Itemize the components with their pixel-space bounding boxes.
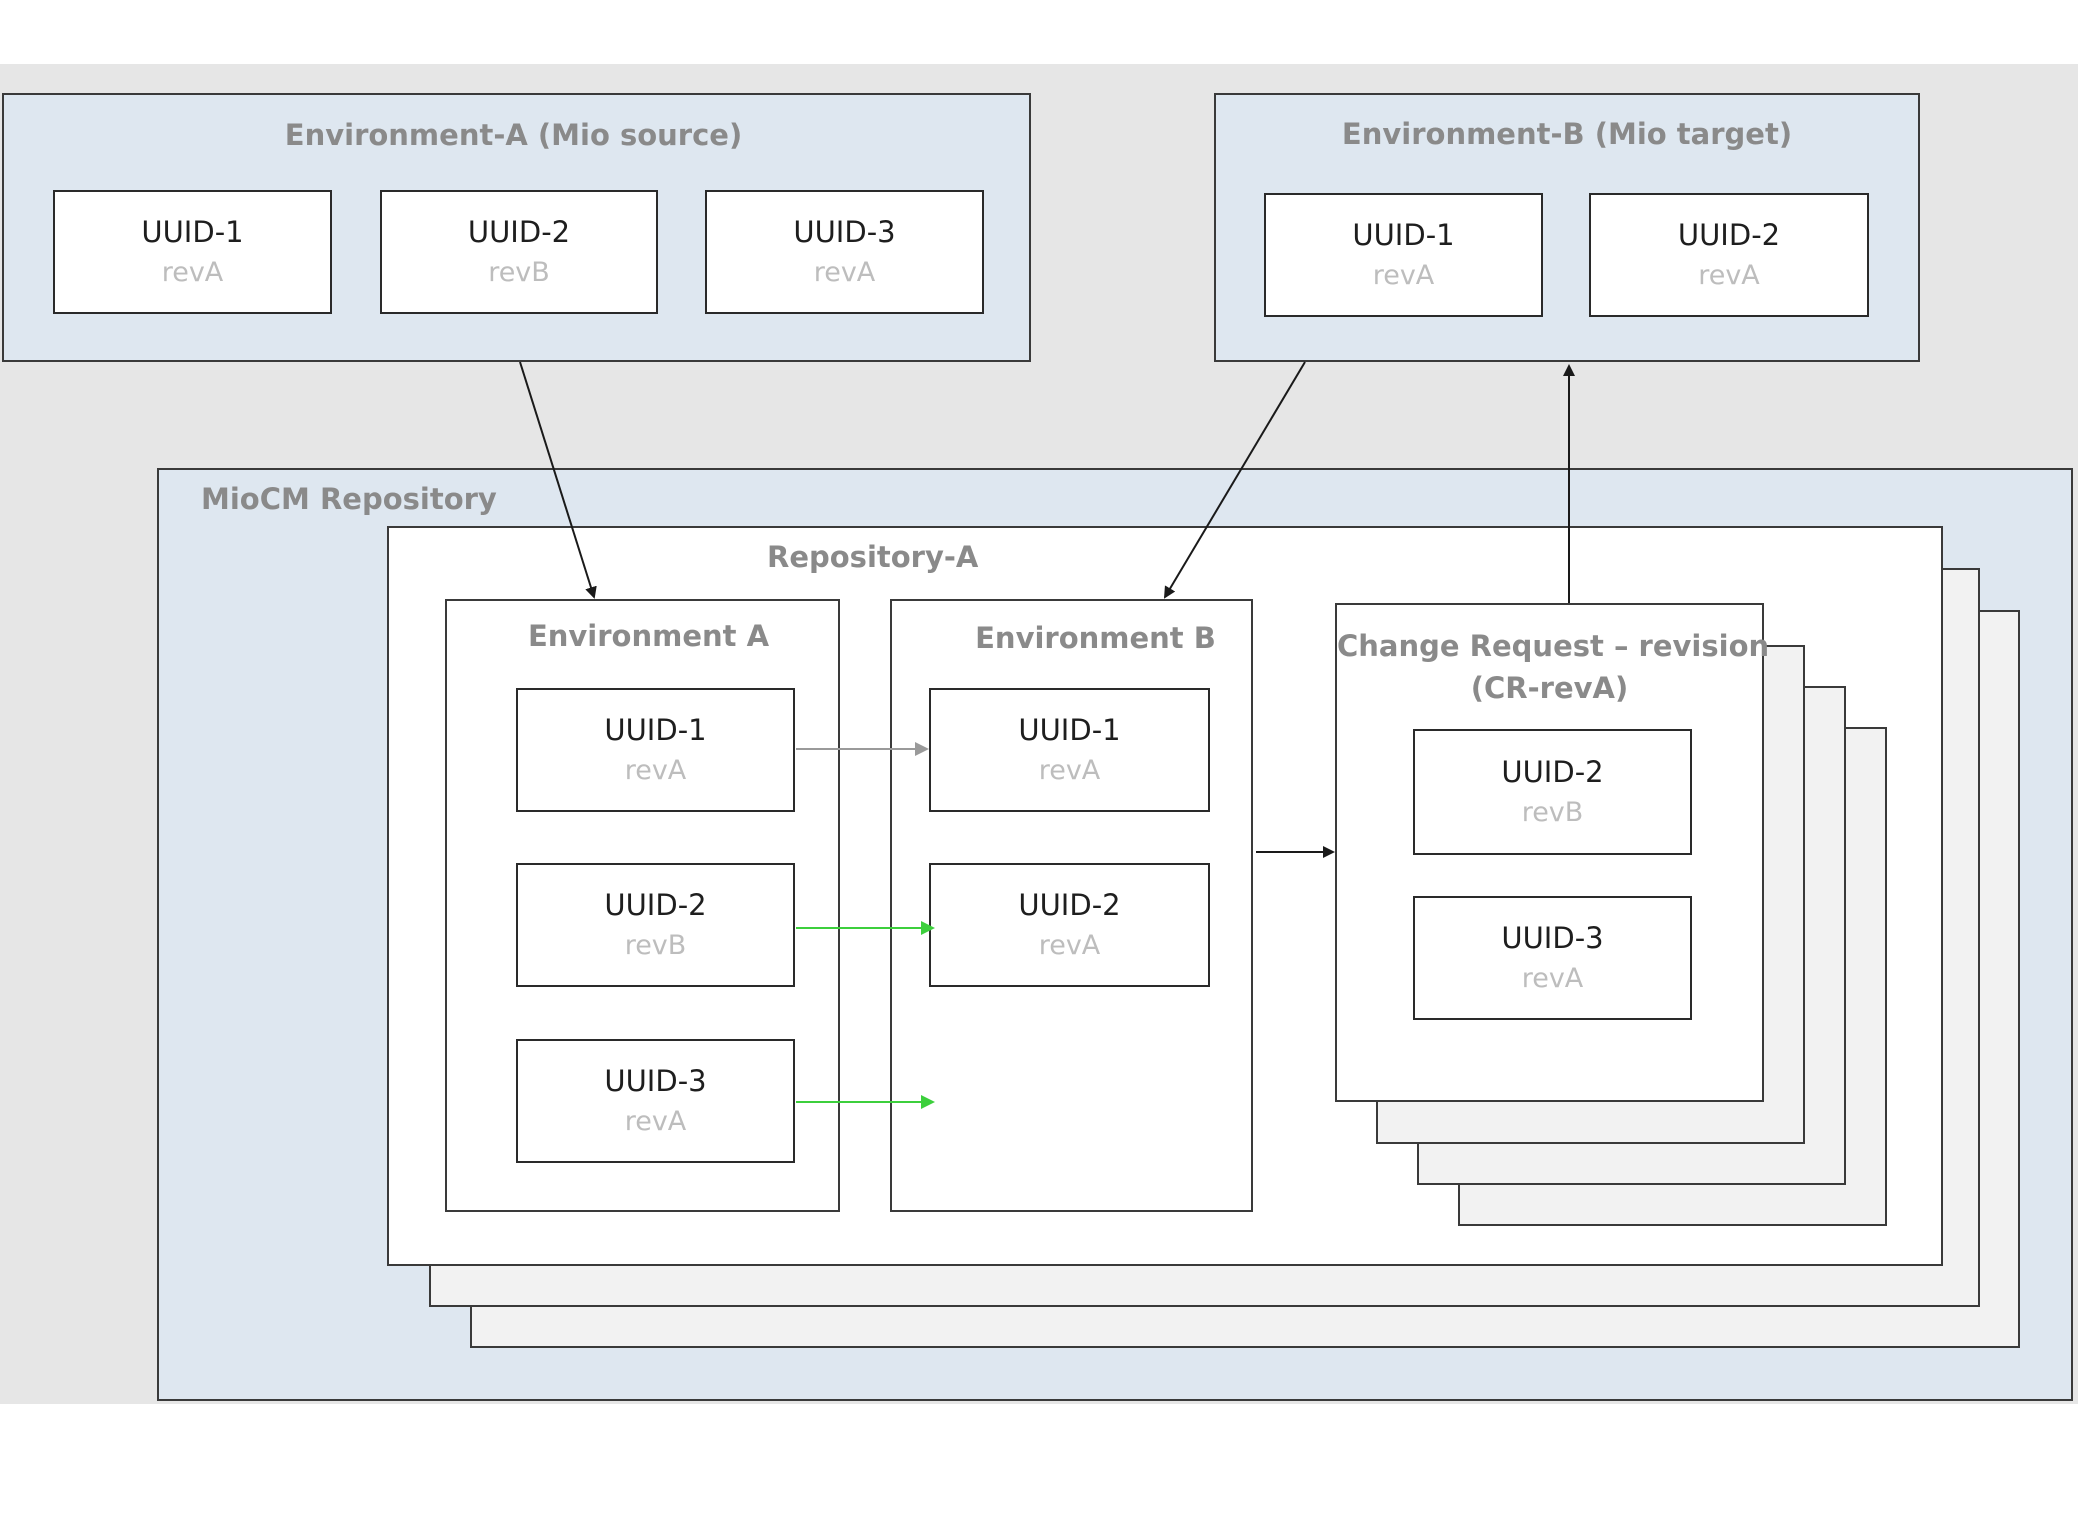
change-request-title-line2: (CR-revA) bbox=[1470, 671, 1629, 705]
item-rev: revA bbox=[813, 257, 876, 288]
item-rev: revA bbox=[1372, 260, 1435, 291]
arrow-source-to-repo-env-a bbox=[519, 361, 597, 599]
item-name: UUID-1 bbox=[1352, 218, 1455, 252]
change-request-item-1: UUID-2 revB bbox=[1413, 729, 1692, 855]
arrow-target-to-repo-env-b bbox=[1163, 361, 1306, 599]
item-name: UUID-3 bbox=[604, 1064, 707, 1098]
item-name: UUID-2 bbox=[1677, 218, 1781, 252]
item-name: UUID-1 bbox=[1018, 713, 1121, 747]
repository-a-title: Repository-A bbox=[767, 540, 979, 574]
repo-env-a-item-2: UUID-2 revB bbox=[516, 863, 795, 987]
env-a-source-item-1: UUID-1 revA bbox=[53, 190, 332, 314]
repo-env-b-item-1: UUID-1 revA bbox=[929, 688, 1210, 812]
env-a-source-item-3: UUID-3 revA bbox=[705, 190, 984, 314]
item-name: UUID-2 bbox=[604, 888, 707, 922]
item-rev: revA bbox=[624, 1106, 687, 1137]
item-rev: revB bbox=[1521, 797, 1584, 828]
item-rev: revA bbox=[161, 257, 224, 288]
repo-env-a-item-1: UUID-1 revA bbox=[516, 688, 795, 812]
item-rev: revA bbox=[624, 755, 687, 786]
item-rev: revA bbox=[1698, 260, 1760, 291]
item-rev: revB bbox=[624, 930, 687, 961]
item-name: UUID-1 bbox=[141, 215, 244, 249]
env-a-source-item-2: UUID-2 revB bbox=[380, 190, 658, 314]
miocm-repository-title: MioCM Repository bbox=[201, 482, 497, 516]
repo-env-b-title: Environment B bbox=[975, 621, 1216, 655]
item-rev: revA bbox=[1038, 755, 1101, 786]
item-name: UUID-1 bbox=[604, 713, 707, 747]
item-name: UUID-3 bbox=[793, 215, 896, 249]
item-name: UUID-2 bbox=[1501, 755, 1604, 789]
item-rev: revA bbox=[1521, 963, 1584, 994]
env-b-target-item-2: UUID-2 revA bbox=[1589, 193, 1869, 317]
change-request-title-line1: Change Request – revision bbox=[1337, 629, 1770, 663]
item-rev: revB bbox=[488, 257, 550, 288]
item-name: UUID-3 bbox=[1501, 921, 1604, 955]
repo-env-a-item-3: UUID-3 revA bbox=[516, 1039, 795, 1163]
env-b-target-title: Environment-B (Mio target) bbox=[1341, 117, 1793, 151]
env-b-target-item-1: UUID-1 revA bbox=[1264, 193, 1543, 317]
item-rev: revA bbox=[1038, 930, 1101, 961]
env-a-source-title: Environment-A (Mio source) bbox=[284, 118, 743, 152]
repo-env-a-title: Environment A bbox=[527, 619, 770, 653]
item-name: UUID-2 bbox=[467, 215, 571, 249]
item-name: UUID-2 bbox=[1018, 888, 1121, 922]
repo-env-b-item-2: UUID-2 revA bbox=[929, 863, 1210, 987]
change-request-item-2: UUID-3 revA bbox=[1413, 896, 1692, 1020]
